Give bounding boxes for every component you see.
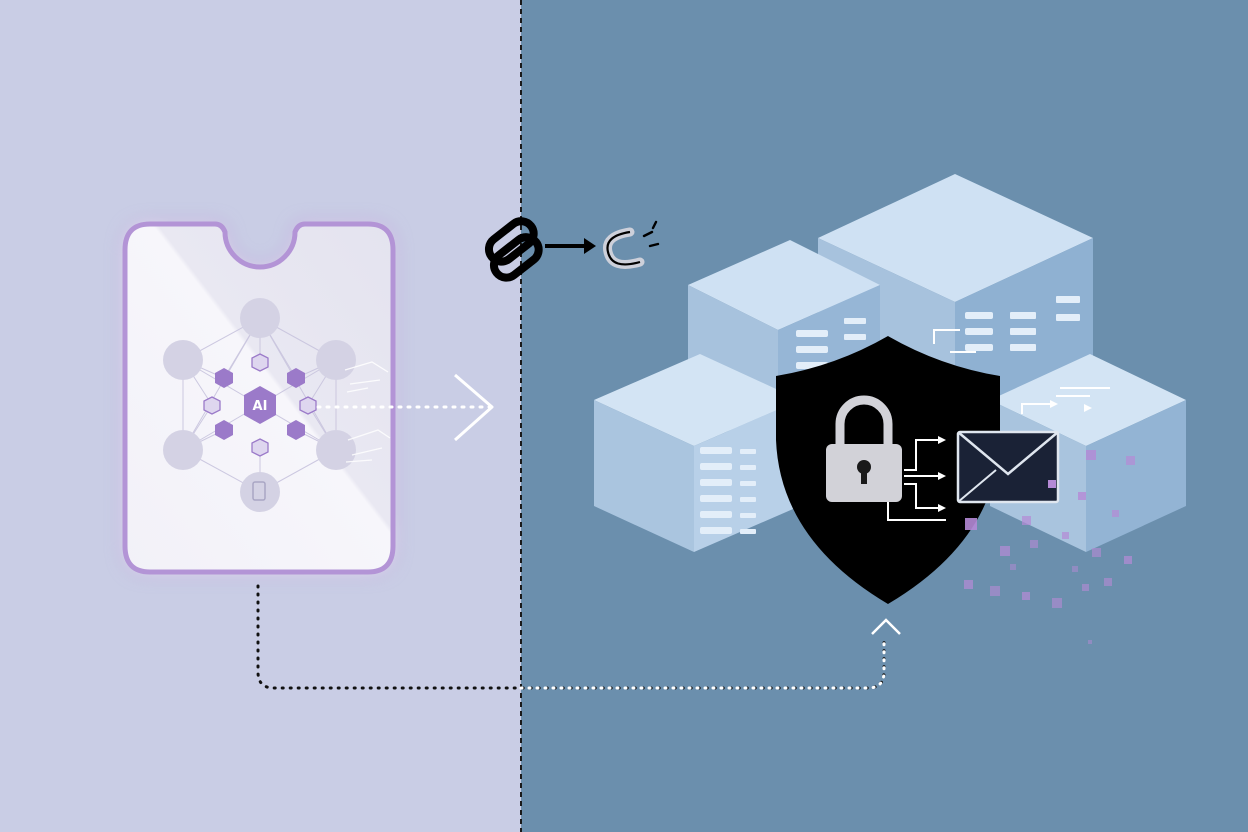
chain-link-icon — [484, 217, 543, 282]
padlock-icon — [826, 395, 902, 502]
arrow-right-icon — [316, 373, 494, 442]
ai-core-label: AI — [253, 399, 268, 414]
arrow-up-icon — [871, 618, 901, 635]
envelope-icon — [956, 430, 1060, 504]
server-stack-icon — [594, 174, 1186, 552]
broken-link-icon — [602, 220, 660, 269]
connector-lines — [933, 329, 1110, 414]
lock-output-lines — [887, 439, 946, 521]
neural-network-icon — [163, 298, 356, 512]
scattered-pixels — [964, 450, 1135, 644]
hand-sketch-icon — [344, 361, 391, 463]
